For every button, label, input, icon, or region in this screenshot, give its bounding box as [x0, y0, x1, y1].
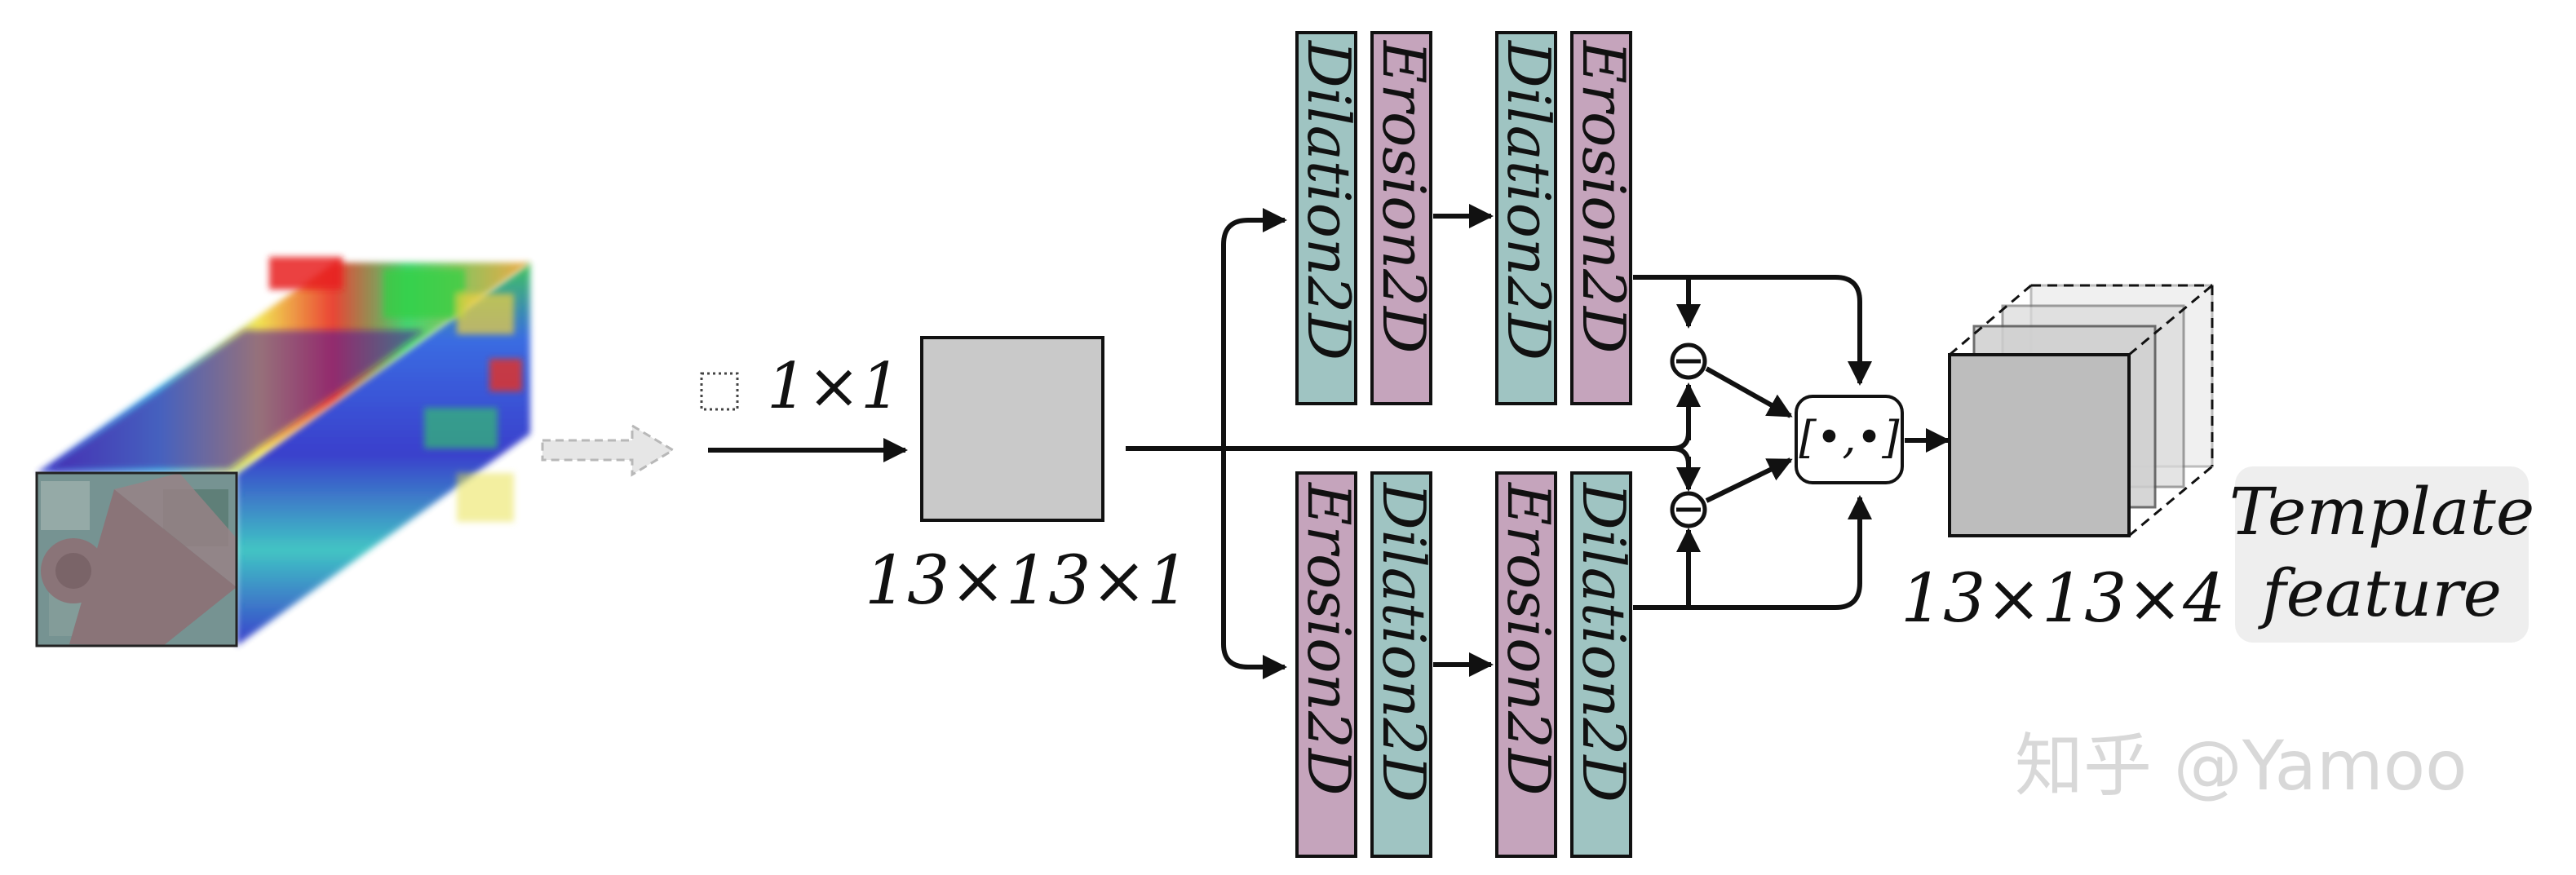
lower-block-4-label: Dilation2D	[1569, 481, 1638, 802]
lower-block-3-label: Erosion2D	[1494, 481, 1563, 796]
template-feature-line1: Template	[2229, 474, 2534, 550]
lower-block-1-label: Erosion2D	[1295, 481, 1363, 796]
upper-branch: Dilation2D Erosion2D Dilation2D Erosion2…	[1295, 31, 1638, 405]
lower-block-3	[1495, 471, 1557, 858]
upper-block-3-label: Dilation2D	[1494, 39, 1563, 360]
lower-block-2	[1370, 471, 1432, 858]
lower-branch: Erosion2D Dilation2D Erosion2D Dilation2…	[1295, 471, 1638, 858]
kernel-square-icon	[700, 372, 739, 411]
hyperspectral-cube-image	[35, 257, 530, 647]
output-stack	[1948, 284, 2214, 537]
dashed-arrow-icon	[541, 423, 675, 477]
subtract-upper-icon	[1670, 342, 1707, 380]
lower-block-4	[1570, 471, 1632, 858]
concat-label: [•,•]	[1799, 412, 1900, 463]
lower-to-concat-arrow	[1633, 495, 1872, 610]
upper-block-1-label: Dilation2D	[1295, 39, 1363, 360]
upper-block-2	[1370, 31, 1432, 405]
watermark: 知乎 @Yamoo	[2015, 726, 2468, 806]
feature-map-size-label: 13×13×1	[865, 542, 1189, 620]
split-lower-arrow	[1221, 571, 1287, 679]
lower-block-2-label: Dilation2D	[1370, 481, 1438, 802]
upper-block-2-label: Erosion2D	[1370, 39, 1438, 354]
split-upper-arrow	[1221, 208, 1287, 636]
lower-block-1	[1295, 471, 1357, 858]
output-size-label: 13×13×4	[1901, 560, 2225, 638]
subtract-lower-icon	[1670, 491, 1707, 528]
main-line	[1126, 431, 1691, 451]
upper-block-1	[1295, 31, 1357, 405]
upper-block-3	[1495, 31, 1557, 405]
upper-to-concat-arrow	[1633, 275, 1872, 386]
concat-box	[1795, 395, 1904, 484]
template-feature-line2: feature	[2258, 555, 2502, 631]
template-feature-badge	[2235, 466, 2529, 643]
upper-block-4-label: Erosion2D	[1569, 39, 1638, 354]
feature-map-square	[920, 336, 1104, 522]
kernel-size-label: 1×1	[767, 350, 901, 423]
upper-block-4	[1570, 31, 1632, 405]
